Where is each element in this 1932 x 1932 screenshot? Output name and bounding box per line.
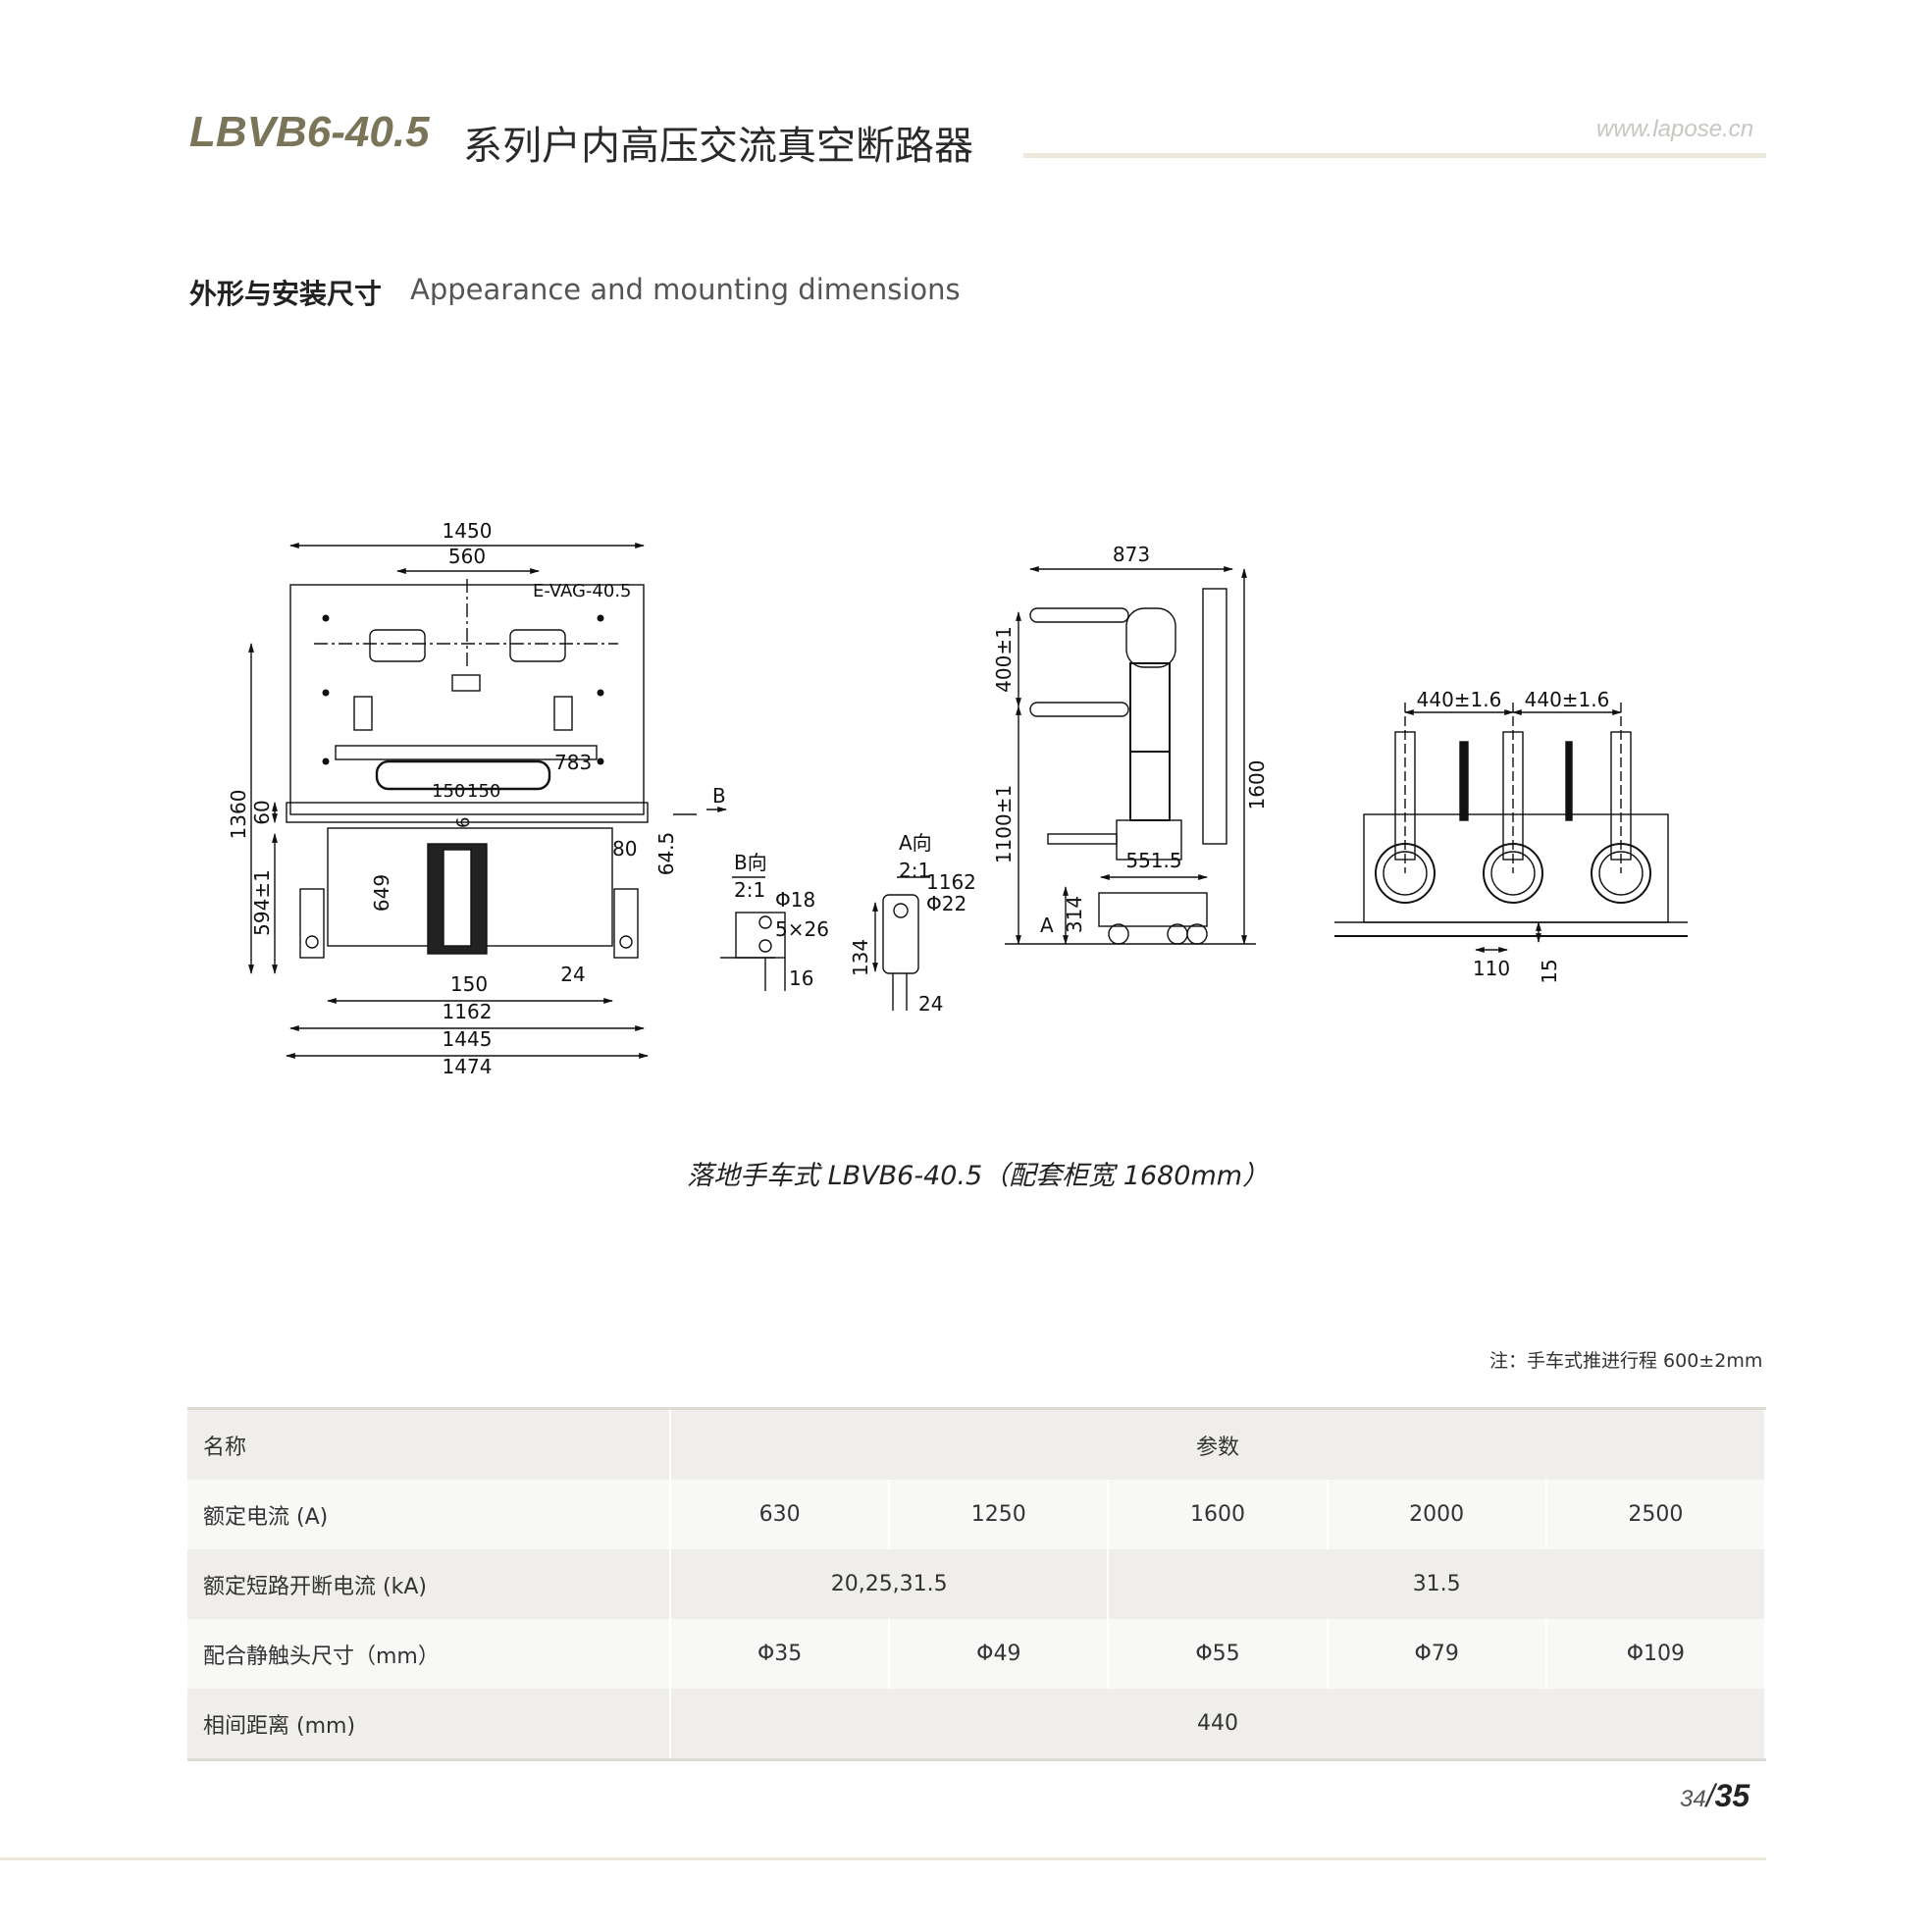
table-cell: 2500 — [1545, 1480, 1767, 1549]
dim-24b: 24 — [918, 992, 943, 1016]
drawing-caption: 落地手车式 LBVB6-40.5（配套柜宽 1680mm） — [687, 1161, 1270, 1191]
table-cell: 31.5 — [1108, 1549, 1766, 1619]
dim-16: 16 — [789, 966, 813, 990]
dimension-drawing: 1450 560 E-VAG-40.5 783 1360 60 594±1 64… — [227, 519, 1688, 1078]
table-row: 相间距离 (mm) 440 — [187, 1689, 1766, 1760]
row-label: 相间距离 (mm) — [187, 1689, 671, 1760]
detail-b-label: B向 — [734, 851, 767, 874]
dim-5x26: 5×26 — [775, 917, 829, 941]
dim-150a: 150 — [432, 781, 465, 802]
dim-551-5: 551.5 — [1125, 849, 1181, 872]
dim-440-a: 440±1.6 — [1417, 688, 1502, 711]
dim-15: 15 — [1538, 959, 1561, 983]
footer-divider — [0, 1857, 1766, 1860]
table-cell: Φ49 — [889, 1619, 1110, 1689]
section-title-cn: 外形与安装尺寸 — [189, 278, 383, 310]
dim-60: 60 — [250, 800, 274, 824]
dim-873: 873 — [1113, 543, 1150, 566]
dim-150c: 150 — [450, 972, 488, 996]
dim-24a: 24 — [560, 963, 585, 986]
row-label: 额定短路开断电流 (kA) — [187, 1549, 671, 1619]
rear-view — [1334, 703, 1688, 953]
detail-b-scale: 2:1 — [734, 878, 765, 902]
series-title: 系列户内高压交流真空断路器 — [463, 124, 973, 169]
dim-64-5: 64.5 — [654, 832, 678, 876]
dim-110: 110 — [1473, 957, 1510, 980]
brand-model-title: LBVB6-40.5 — [189, 108, 430, 156]
detail-b-view — [720, 876, 786, 991]
header-divider — [1023, 153, 1766, 158]
dim-1162: 1162 — [443, 1000, 493, 1023]
row-label: 配合静触头尺寸（mm） — [187, 1619, 671, 1689]
dim-6: 6 — [453, 817, 474, 828]
page-number: 34/35 — [1680, 1778, 1749, 1814]
dim-314: 314 — [1063, 896, 1086, 933]
page-current: 34 — [1680, 1786, 1706, 1812]
travel-note: 注：手车式推进行程 600±2mm — [1489, 1350, 1763, 1372]
view-marker-a: A — [1040, 914, 1054, 937]
table-cell: 20,25,31.5 — [670, 1549, 1110, 1619]
table-row: 额定电流 (A) 630 1250 1600 2000 2500 — [187, 1480, 1767, 1549]
table-cell: 440 — [670, 1689, 1766, 1760]
table-cell: Φ109 — [1545, 1619, 1767, 1689]
table-cell: 2000 — [1327, 1480, 1547, 1549]
table-cell: 1600 — [1108, 1480, 1329, 1549]
dim-1450: 1450 — [443, 519, 493, 543]
dim-649: 649 — [370, 874, 393, 912]
dim-783: 783 — [554, 751, 592, 774]
dim-phi18: Φ18 — [775, 888, 815, 912]
dim-560: 560 — [448, 545, 486, 568]
detail-a-scale: 2:1 — [899, 859, 930, 882]
dim-440-b: 440±1.6 — [1525, 688, 1610, 711]
dim-1360: 1360 — [227, 790, 250, 840]
detail-a-label: A向 — [899, 831, 932, 855]
dim-400: 400±1 — [992, 626, 1016, 693]
dim-1100: 1100±1 — [992, 785, 1016, 863]
table-row: 额定短路开断电流 (kA) 20,25,31.5 31.5 — [187, 1549, 1766, 1619]
dim-1600: 1600 — [1245, 760, 1269, 810]
table-row: 配合静触头尺寸（mm） Φ35 Φ49 Φ55 Φ79 Φ109 — [187, 1619, 1767, 1689]
dim-phi22: Φ22 — [926, 892, 966, 915]
table-cell: Φ79 — [1327, 1619, 1547, 1689]
website-url: www.lapose.cn — [1596, 116, 1754, 142]
table-cell: 1250 — [889, 1480, 1110, 1549]
header-params: 参数 — [670, 1408, 1766, 1480]
view-marker-b: B — [712, 784, 726, 808]
table-header-row: 名称 参数 — [187, 1408, 1766, 1480]
dim-134: 134 — [849, 939, 872, 976]
model-label: E-VAG-40.5 — [533, 581, 632, 601]
detail-a-view — [872, 876, 930, 1011]
page-slash: / — [1705, 1778, 1715, 1813]
section-title-en: Appearance and mounting dimensions — [410, 273, 961, 306]
page-total: 35 — [1714, 1778, 1750, 1813]
side-view — [1005, 566, 1256, 945]
dim-1445: 1445 — [443, 1027, 493, 1051]
table-cell: Φ35 — [670, 1619, 891, 1689]
row-label: 额定电流 (A) — [187, 1480, 671, 1549]
dim-594: 594±1 — [250, 869, 274, 936]
dim-150b: 150 — [467, 781, 500, 802]
header-name: 名称 — [187, 1408, 671, 1480]
dim-1162-detail: 1162 — [926, 870, 976, 894]
dim-80: 80 — [612, 837, 637, 861]
front-view — [248, 543, 727, 1059]
dim-1474: 1474 — [443, 1055, 493, 1078]
table-cell: 630 — [670, 1480, 891, 1549]
spec-table: 名称 参数 额定电流 (A) 630 1250 1600 2000 2500 额… — [187, 1407, 1767, 1761]
table-cell: Φ55 — [1108, 1619, 1329, 1689]
